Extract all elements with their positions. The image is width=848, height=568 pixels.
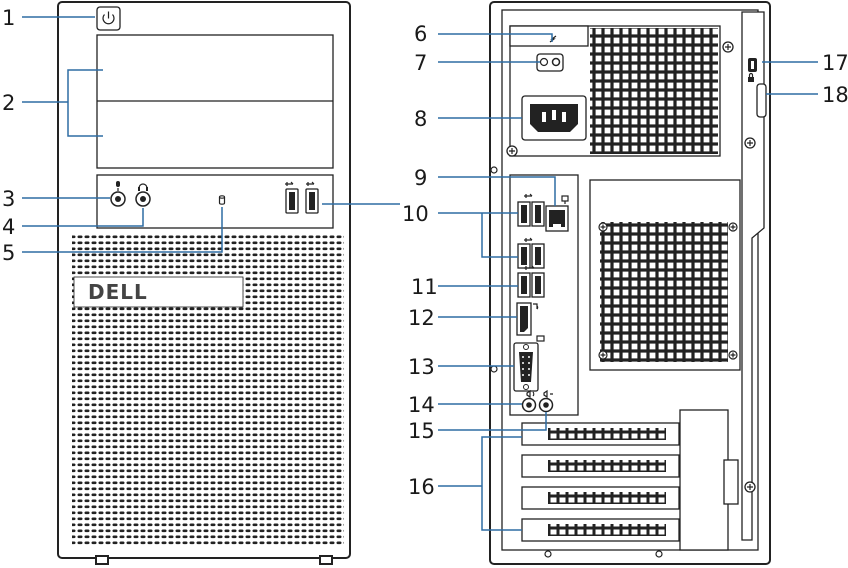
callout-4: 4 [2,215,15,239]
headphone-icon [138,183,148,191]
callout-17: 17 [822,51,848,75]
callout-16: 16 [408,475,435,499]
rear-usb-2-connectors[interactable] [517,193,545,269]
expansion-slot[interactable] [521,518,680,542]
brand-badge: DELL [73,276,244,308]
lock-icon [748,72,754,82]
vga-icon [536,335,545,342]
front-view: DELL [57,1,351,565]
callout-7: 7 [414,51,427,75]
callout-13: 13 [408,355,435,379]
callout-2: 2 [2,91,15,115]
callout-5: 5 [2,241,15,265]
padlock-ring[interactable] [756,83,767,118]
expansion-slot[interactable] [521,454,680,478]
callout-18: 18 [822,83,848,107]
front-foot-left [95,555,109,565]
network-connector[interactable] [545,205,569,232]
hard-drive-activity-light [218,195,226,205]
microphone-icon [116,181,120,191]
slot-latch-cover[interactable] [679,409,729,551]
front-usb-connectors[interactable] [285,181,319,214]
callout-8: 8 [414,107,427,131]
line-in-connector[interactable] [538,397,554,413]
psu-vent [590,28,718,154]
callout-3: 3 [2,187,15,211]
power-icon [102,11,115,25]
callout-12: 12 [408,306,435,330]
line-out-connector[interactable] [521,397,537,413]
rear-usb-3-connectors[interactable] [517,265,545,298]
vent-grid [600,222,728,362]
security-cable-slot[interactable] [748,58,757,72]
hard-drive-icon [218,195,226,205]
rear-fan-vent [589,179,741,371]
optical-drive-bays [96,34,334,169]
callout-11: 11 [411,275,438,299]
usb-icon [285,181,315,186]
front-foot-right [319,555,333,565]
expansion-slot[interactable] [521,422,680,446]
back-view [489,1,771,565]
power-supply [509,25,721,157]
expansion-card-slots [521,409,739,551]
microphone-connector[interactable] [110,191,126,207]
usb-icon [524,193,533,242]
network-icon [561,195,569,204]
vga-connector[interactable] [513,342,539,392]
audio-out-icon [526,389,535,399]
brand-logo: DELL [88,280,148,304]
slot-latch-handle[interactable] [723,459,739,505]
callout-6: 6 [414,22,427,46]
usb-icon [524,265,535,270]
headphone-connector[interactable] [135,191,151,207]
callout-9: 9 [414,166,427,190]
callout-leaders [22,16,818,531]
audio-in-icon [543,389,553,399]
callout-15: 15 [408,419,435,443]
callout-1: 1 [2,6,15,30]
displayport-connector[interactable] [516,302,532,336]
callout-labels: 1 2 3 4 5 6 7 8 9 10 11 12 13 14 15 16 1… [2,6,848,499]
callout-10: 10 [402,202,429,226]
expansion-slot[interactable] [521,486,680,510]
callout-14: 14 [408,393,435,417]
screw-icon [490,41,756,558]
power-supply-diagnostic-button[interactable] [536,53,564,72]
displayport-icon [533,303,539,310]
power-button[interactable] [96,6,121,31]
psu-label-strip [509,25,589,47]
power-connector[interactable] [521,95,587,141]
